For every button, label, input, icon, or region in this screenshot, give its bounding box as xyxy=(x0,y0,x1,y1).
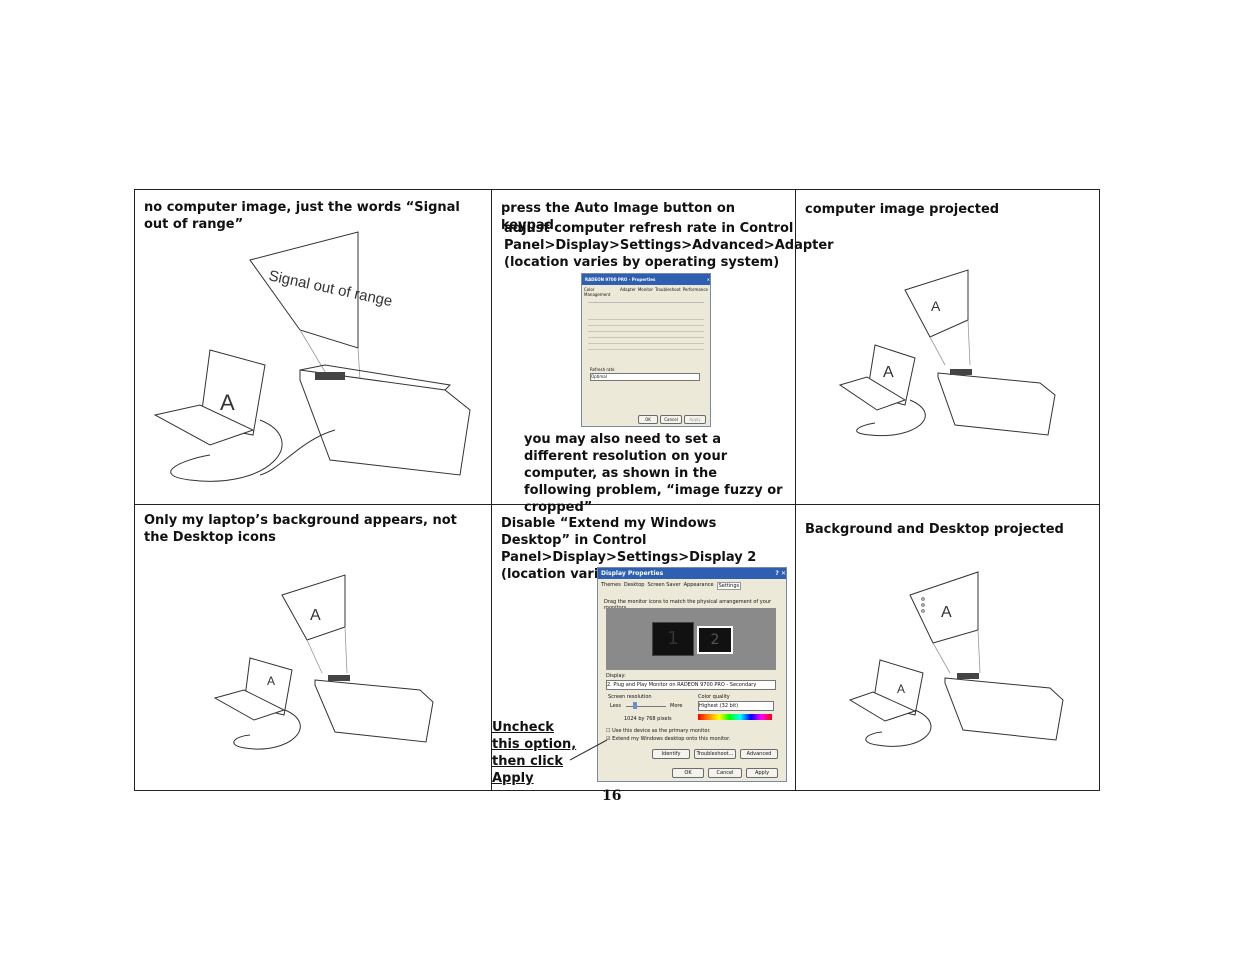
adapter-properties-dialog: RADEON 9700 PRO - Properties ✕ Color Man… xyxy=(581,273,711,427)
check1-label: Use this device as the primary monitor. xyxy=(612,728,711,734)
problem-text-1: no computer image, just the words “Signa… xyxy=(144,200,460,232)
resolution-value: 1024 by 768 pixels xyxy=(624,716,672,722)
svg-text:A: A xyxy=(267,674,275,688)
troubleshoot-button[interactable]: Troubleshoot... xyxy=(694,749,736,759)
tab-performance[interactable]: Performance xyxy=(682,287,708,292)
laptop-projector-illustration-2: A A xyxy=(838,269,1056,437)
monitor-1-icon[interactable]: 1 xyxy=(652,622,694,656)
projected-letter-2: A xyxy=(941,604,952,621)
tab-screen-saver[interactable]: Screen Saver xyxy=(647,582,681,588)
extend-desktop-checkbox[interactable]: ☑ Extend my Windows desktop onto this mo… xyxy=(606,736,731,742)
laptop-projector-illustration-1: Signal out of range A xyxy=(153,231,471,482)
svg-text:A: A xyxy=(220,390,235,415)
callout-text: Uncheck this option, then click Apply xyxy=(492,720,577,786)
resolution-slider[interactable] xyxy=(626,706,666,707)
color-spectrum xyxy=(698,714,772,720)
display-select[interactable]: 2. Plug and Play Monitor on RADEON 9700 … xyxy=(606,680,776,690)
help-icon[interactable]: ? xyxy=(775,570,779,577)
more-label: More xyxy=(670,703,683,709)
troubleshooting-table: no computer image, just the words “Signa… xyxy=(134,189,1100,791)
row-divider xyxy=(135,504,1099,505)
problem-text-2: Only my laptop’s background appears, not… xyxy=(144,513,457,545)
display-dialog-tabs: Themes Desktop Screen Saver Appearance S… xyxy=(598,579,786,590)
less-label: Less xyxy=(610,703,621,709)
advanced-button[interactable]: Advanced xyxy=(740,749,778,759)
callout-pointer xyxy=(569,739,608,761)
display-ok-button[interactable]: OK xyxy=(672,768,704,778)
solution-step1-row2: Disable “Extend my Windows Desktop” in C… xyxy=(501,516,776,582)
column-divider xyxy=(491,190,492,790)
adapter-dialog-tabs: Color Management Adapter Monitor Trouble… xyxy=(582,285,710,299)
monitor-arrangement-area: 1 2 xyxy=(606,608,776,670)
resolution-slider-thumb[interactable] xyxy=(633,702,637,709)
close-icon[interactable]: ✕ xyxy=(780,570,786,577)
color-quality-select[interactable]: Highest (32 bit) xyxy=(698,701,774,711)
result-text-2: Background and Desktop projected xyxy=(805,522,1064,537)
display-cancel-button[interactable]: Cancel xyxy=(708,768,742,778)
display-properties-dialog: Display Properties ? ✕ Themes Desktop Sc… xyxy=(597,567,787,782)
color-quality-label: Color quality xyxy=(698,694,730,700)
tab-desktop[interactable]: Desktop xyxy=(623,582,645,588)
identify-button[interactable]: Identify xyxy=(652,749,690,759)
tab-troubleshoot[interactable]: Troubleshoot xyxy=(655,287,681,292)
adapter-ok-button[interactable]: OK xyxy=(638,415,658,424)
check2-label: Extend my Windows desktop onto this moni… xyxy=(612,736,731,742)
tab-adapter[interactable]: Adapter xyxy=(619,287,636,292)
projected-letter-1: A xyxy=(931,298,941,314)
column-divider xyxy=(795,190,796,790)
tab-color-management[interactable]: Color Management xyxy=(584,287,611,297)
screen-resolution-label: Screen resolution xyxy=(608,694,652,700)
svg-text:A: A xyxy=(883,364,894,381)
result-text-1: computer image projected xyxy=(805,202,1000,217)
monitor-2-icon[interactable]: 2 xyxy=(697,626,733,654)
page-number: 16 xyxy=(602,788,622,804)
display-apply-button[interactable]: Apply xyxy=(746,768,778,778)
adapter-apply-button[interactable]: Apply xyxy=(684,415,706,424)
laptop-projector-illustration-4: A A xyxy=(848,571,1064,747)
refresh-rate-label: Refresh rate xyxy=(590,367,615,372)
solution-step3-row1: you may also need to set a different res… xyxy=(524,432,783,515)
solution-step1-row1: press the Auto Image button on keypad xyxy=(501,201,736,233)
primary-monitor-checkbox[interactable]: ☐ Use this device as the primary monitor… xyxy=(606,728,711,734)
adapter-dialog-title: RADEON 9700 PRO - Properties xyxy=(585,277,656,282)
adapter-cancel-button[interactable]: Cancel xyxy=(660,415,682,424)
tab-themes[interactable]: Themes xyxy=(601,582,621,588)
tab-settings[interactable]: Settings xyxy=(716,582,742,590)
solution-step2-row1: adjust computer refresh rate in Control … xyxy=(504,221,834,270)
laptop-projector-illustration-3: A A xyxy=(213,574,434,750)
tab-appearance[interactable]: Appearance xyxy=(683,582,714,588)
display-dialog-title: Display Properties xyxy=(601,570,664,577)
svg-text:A: A xyxy=(310,607,321,624)
close-icon[interactable]: ✕ xyxy=(706,277,710,282)
tab-monitor[interactable]: Monitor xyxy=(637,287,654,292)
display-label: Display: xyxy=(606,673,626,679)
svg-text:A: A xyxy=(897,682,905,696)
refresh-rate-select[interactable]: Optimal xyxy=(590,373,700,381)
